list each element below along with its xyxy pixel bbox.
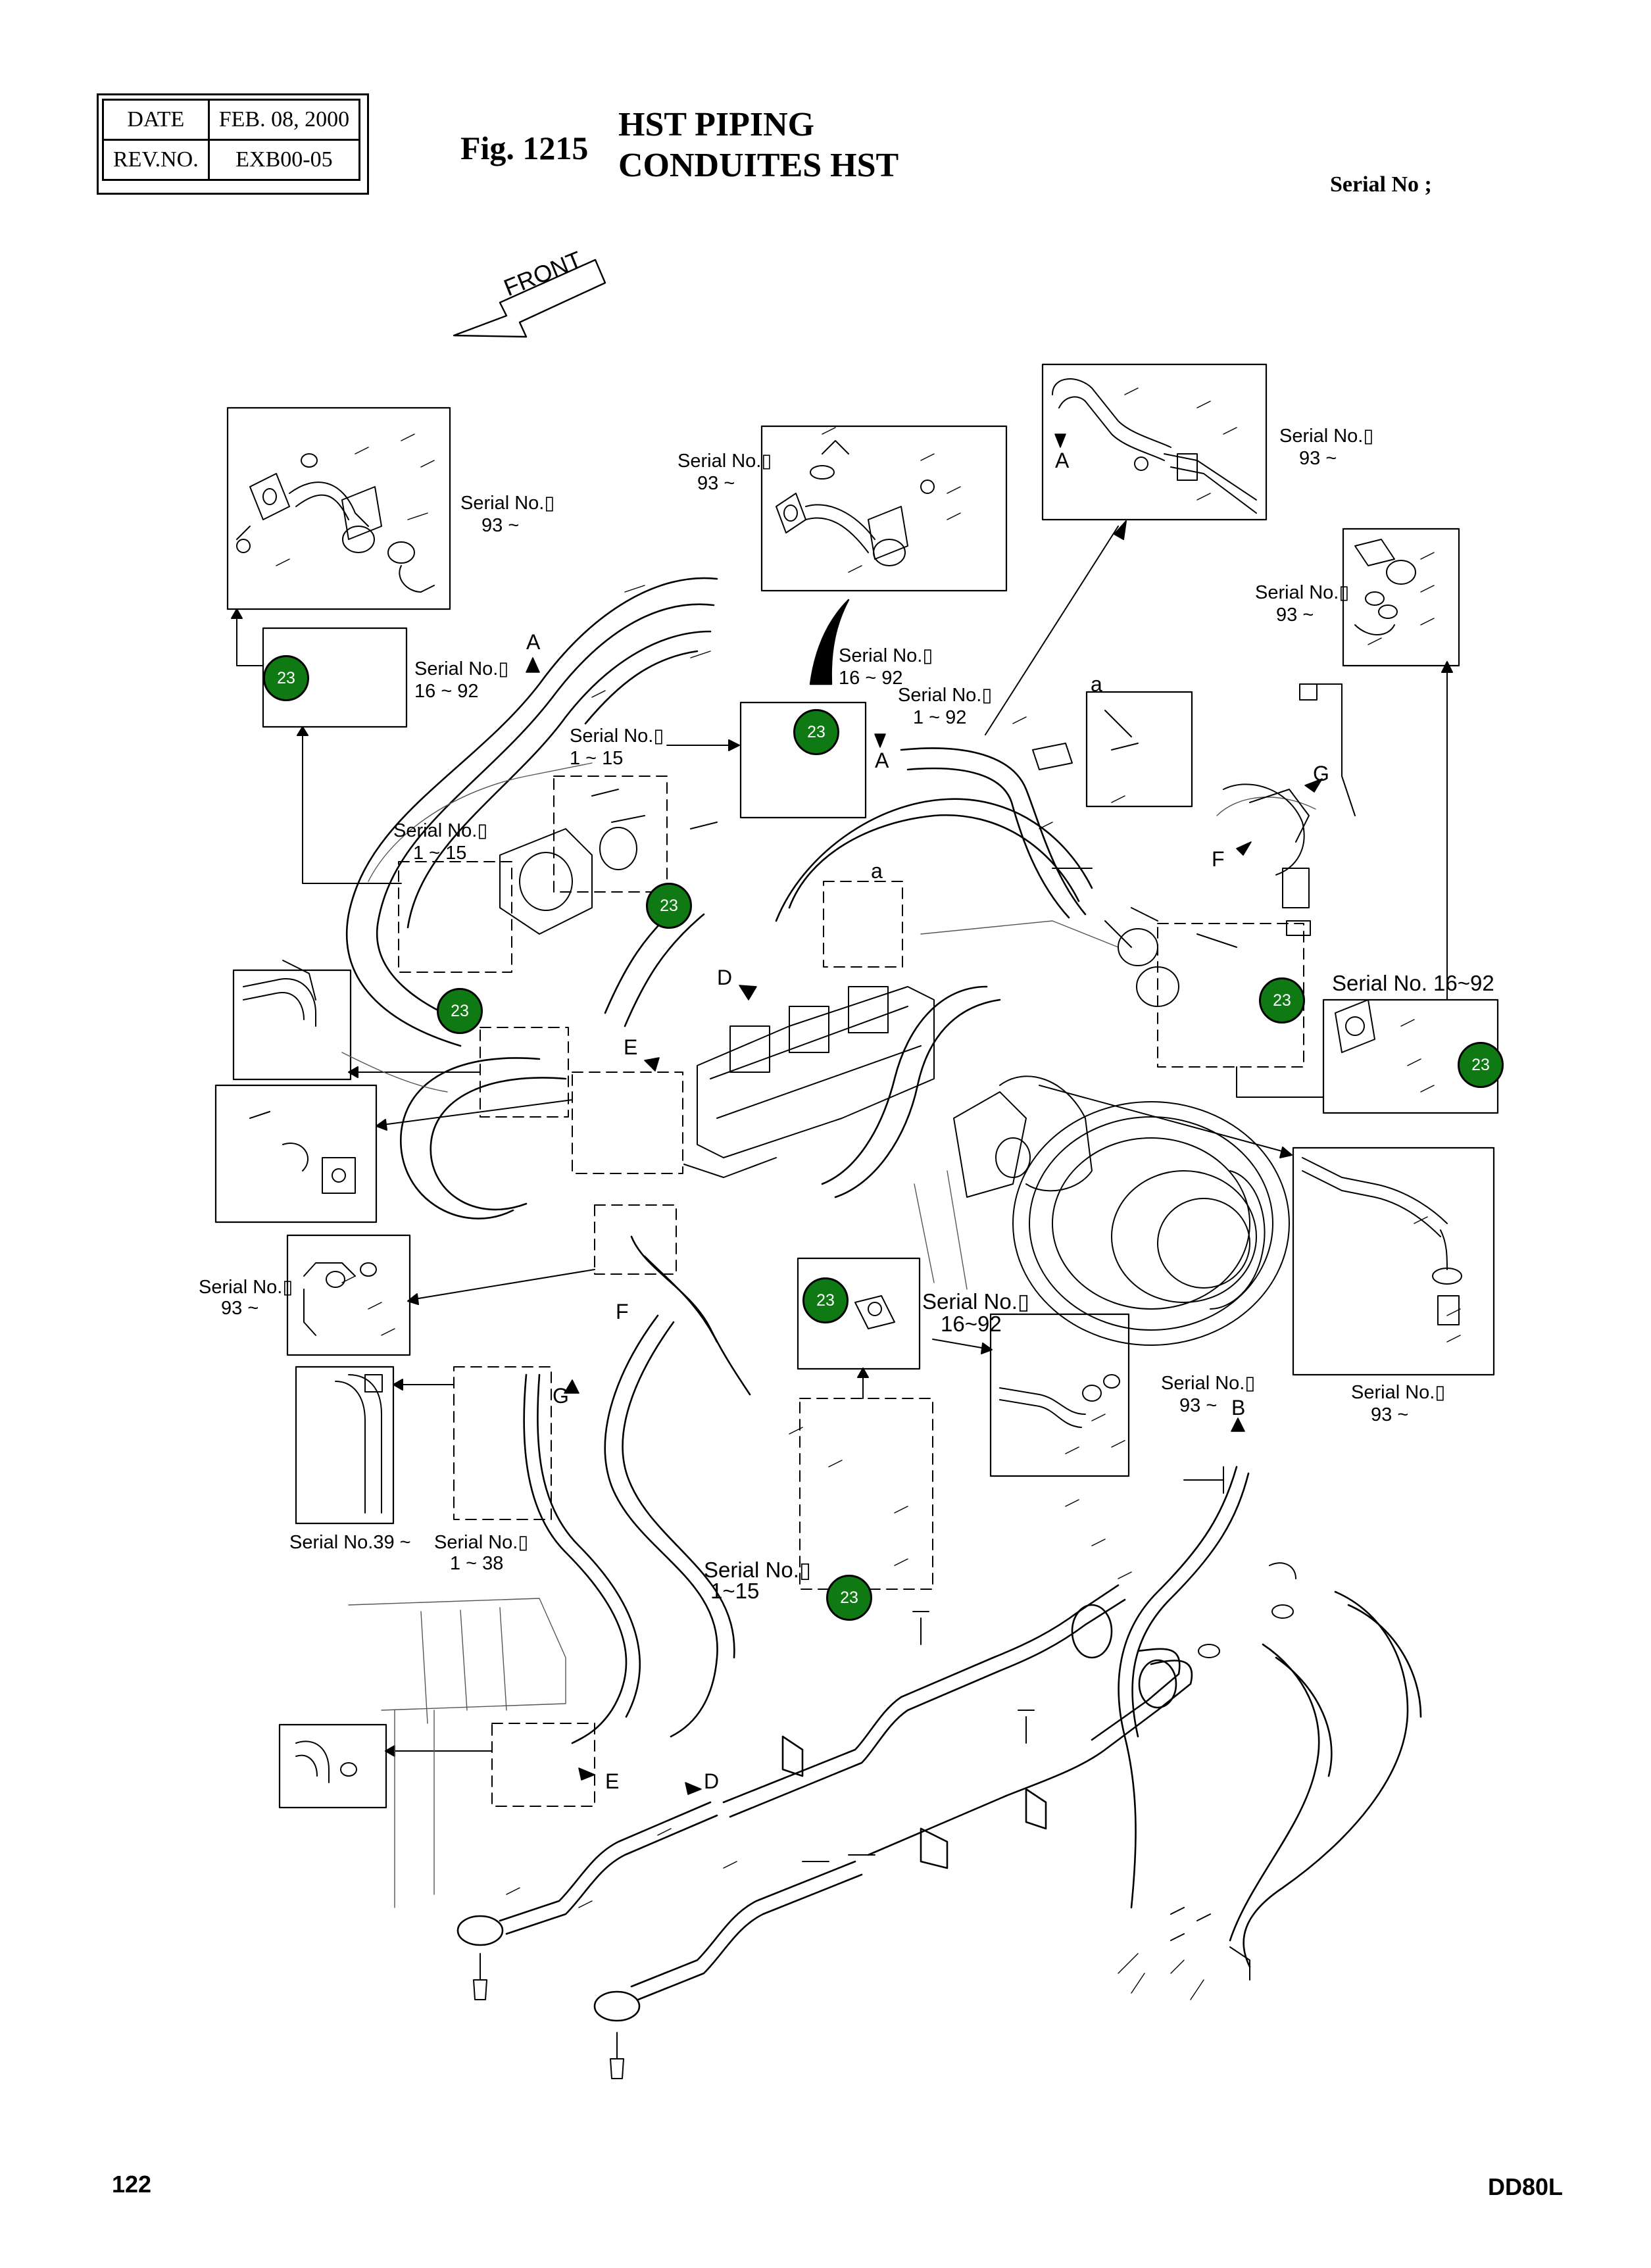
serial-label: Serial No.▯ <box>1351 1382 1446 1403</box>
date-value: FEB. 08, 2000 <box>207 99 361 141</box>
hydraulic-hoses <box>345 577 1422 1968</box>
detail-box-left-3 <box>286 1234 411 1356</box>
detail-boxes <box>214 363 1499 1809</box>
connection-letter-a: A <box>526 630 541 654</box>
machine-frame-outline <box>341 762 1316 1908</box>
serial-range: 93 ~ <box>697 473 735 494</box>
serial-label: Serial No.▯ <box>839 645 933 666</box>
callout-badge-23: 23 <box>263 655 309 701</box>
detail-box-a-right <box>1085 691 1193 808</box>
callout-badge-23: 23 <box>646 883 692 929</box>
page-number: 122 <box>112 2171 152 2198</box>
pointer-swoosh <box>809 599 850 685</box>
serial-range: 16 ~ 92 <box>839 668 903 689</box>
connection-letter-g: G <box>553 1384 569 1408</box>
revision-table: DATE FEB. 08, 2000 REV.NO. EXB00-05 <box>102 99 361 181</box>
callout-badge-23: 23 <box>826 1575 872 1621</box>
letter-arrows <box>526 433 1323 1795</box>
connection-letter-f: F <box>616 1300 629 1323</box>
serial-number-label: Serial No ; <box>1330 172 1432 197</box>
connection-letter-b: B <box>1231 1396 1246 1419</box>
connection-letter-e: E <box>605 1769 620 1793</box>
serial-range: 1 ~ 38 <box>450 1553 504 1574</box>
figure-number: Fig. 1215 <box>460 130 589 166</box>
serial-range: 16~92 <box>941 1312 1002 1336</box>
serial-label: Serial No.▯ <box>1279 426 1374 447</box>
detail-box-right-upper <box>1342 528 1460 667</box>
serial-range: 93 ~ <box>1299 448 1337 469</box>
travel-motor <box>953 1075 1290 1346</box>
serial-label: Serial No.▯ <box>1255 582 1350 603</box>
fittings <box>236 378 1462 2079</box>
rev-value: EXB00-05 <box>207 139 361 181</box>
serial-range: 93 ~ <box>1179 1395 1218 1416</box>
callout-badge-23: 23 <box>802 1277 849 1323</box>
detail-box-23-center <box>739 701 867 819</box>
connection-letter-e: E <box>624 1035 638 1059</box>
serial-label: Serial No.39 ~ <box>289 1532 411 1553</box>
leader-lines <box>231 520 1453 1757</box>
serial-range: 1 ~ 15 <box>570 748 624 769</box>
model-name: DD80L <box>1488 2173 1564 2200</box>
serial-label: Serial No. 16~92 <box>1332 971 1494 995</box>
serial-range: 93 ~ <box>1276 604 1314 626</box>
detail-box-top-right <box>1041 363 1268 521</box>
lower-pipe-assembly <box>456 1584 1193 2022</box>
callout-badge-23: 23 <box>437 988 483 1034</box>
serial-range: 16 ~ 92 <box>414 681 479 702</box>
detail-box-left-4 <box>295 1366 395 1525</box>
callout-badge-23: 23 <box>1458 1042 1504 1088</box>
serial-label: Serial No.▯ <box>570 726 664 747</box>
serial-range: 1~15 <box>710 1579 760 1603</box>
title-english: HST PIPING <box>618 106 815 143</box>
serial-range: 93 ~ <box>221 1298 259 1319</box>
serial-range: 1 ~ 15 <box>413 843 467 864</box>
serial-label: Serial No.▯ <box>704 1558 812 1582</box>
detail-box-left-1 <box>232 969 352 1081</box>
rev-label: REV.NO. <box>102 139 210 181</box>
connection-letter-a: A <box>1055 449 1070 472</box>
connection-letter-d: D <box>717 966 733 989</box>
serial-range: 93 ~ <box>481 515 520 536</box>
serial-label: Serial No.▯ <box>678 451 772 472</box>
serial-label: Serial No.▯ <box>199 1277 293 1298</box>
serial-label: Serial No.▯ <box>1161 1373 1256 1394</box>
date-label: DATE <box>102 99 210 141</box>
serial-label: Serial No.▯ <box>414 658 509 679</box>
serial-label: Serial No.▯ <box>393 820 488 841</box>
serial-range: 1 ~ 92 <box>913 707 967 728</box>
detail-box-left-2 <box>214 1084 378 1223</box>
serial-label: Serial No.▯ <box>898 685 993 706</box>
connection-letter-f: F <box>1212 847 1225 871</box>
part-leader-ticks <box>276 387 1461 2000</box>
detail-box-top-center <box>760 425 1008 592</box>
connection-letter-d: D <box>704 1769 720 1793</box>
connection-letter-a-lower: a <box>871 859 883 883</box>
detail-box-bottom-left <box>278 1723 387 1809</box>
callout-badge-23: 23 <box>793 709 839 755</box>
detail-box-top-left <box>226 407 451 610</box>
front-direction-arrow <box>453 259 606 338</box>
serial-label: Serial No.▯ <box>922 1289 1030 1314</box>
serial-label: Serial No.▯ <box>434 1532 529 1553</box>
connection-letter-a: A <box>875 749 889 772</box>
detail-box-right-mid <box>1292 1146 1495 1376</box>
header-frame <box>97 93 369 195</box>
serial-label: Serial No.▯ <box>460 493 555 514</box>
title-french: CONDUITES HST <box>618 147 899 184</box>
connection-letter-a-lower: a <box>1091 672 1102 696</box>
hst-pump-bank <box>499 827 935 1178</box>
callout-badge-23: 23 <box>1259 977 1305 1023</box>
detail-box-23-mid <box>797 1257 921 1370</box>
serial-range: 93 ~ <box>1371 1404 1409 1425</box>
connection-letter-g: G <box>1313 762 1329 785</box>
